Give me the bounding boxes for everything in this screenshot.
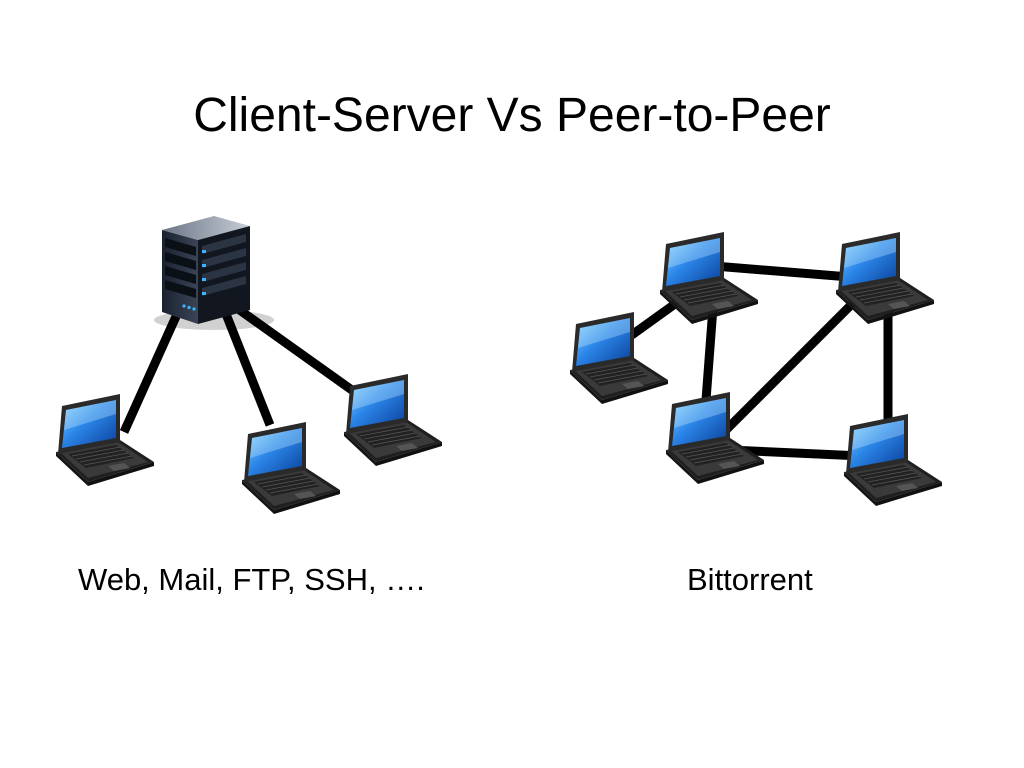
link-peer-d-e (729, 445, 863, 461)
client-server-links (119, 302, 359, 434)
laptop-icon (659, 231, 759, 325)
laptop-icon (241, 421, 341, 515)
link-peer-b-c (713, 261, 863, 283)
laptop-icon (843, 413, 943, 507)
laptop-icon (343, 373, 443, 467)
link-server-laptop-3 (231, 302, 359, 397)
client-server-caption: Web, Mail, FTP, SSH, …. (78, 562, 425, 597)
slide-title: Client-Server Vs Peer-to-Peer (193, 89, 831, 142)
link-server-laptop-1 (119, 310, 183, 434)
link-server-laptop-2 (221, 312, 275, 427)
peer-to-peer-caption: Bittorrent (687, 562, 813, 597)
link-peer-c-d (722, 286, 870, 434)
server-icon (154, 216, 274, 330)
laptop-icon (569, 311, 669, 405)
